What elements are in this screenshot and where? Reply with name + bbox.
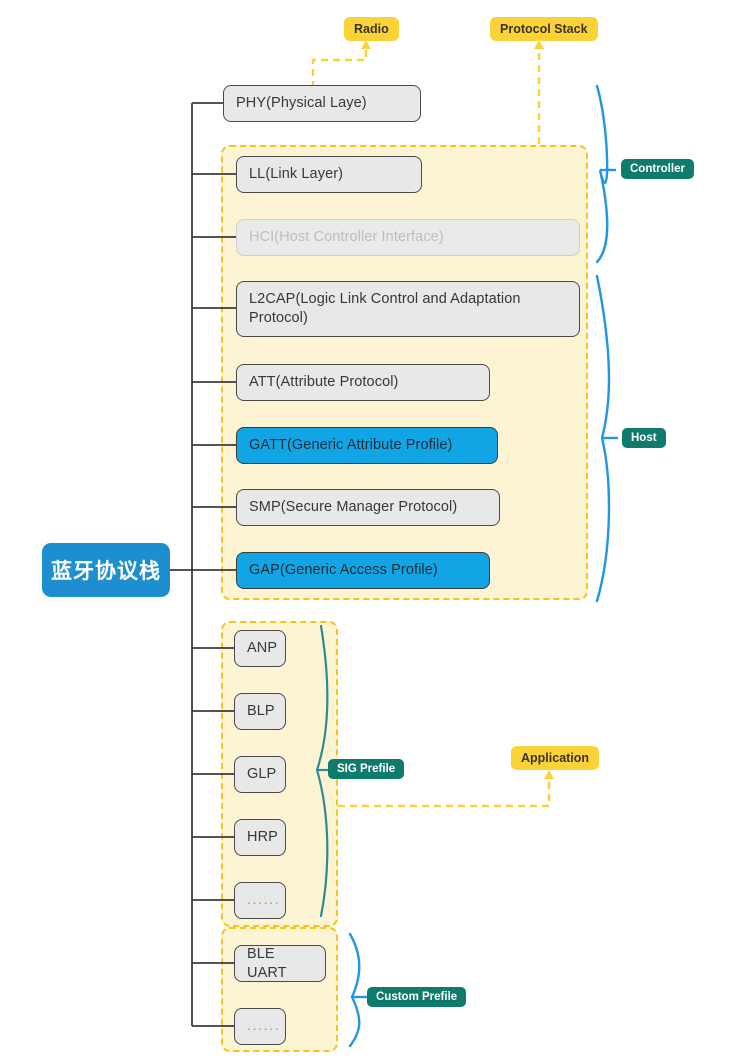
- node-glp[interactable]: GLP: [234, 756, 286, 793]
- root-node-bluetooth-protocol-stack[interactable]: 蓝牙协议栈: [42, 543, 170, 597]
- node-phy[interactable]: PHY(Physical Laye): [223, 85, 421, 122]
- node-anp-label: ANP: [247, 640, 278, 657]
- tag-protocol-stack-label: Protocol Stack: [500, 22, 588, 36]
- node-hci-label: HCI(Host Controller Interface): [249, 229, 444, 246]
- tag-host-label: Host: [631, 432, 657, 444]
- node-smp-label: SMP(Secure Manager Protocol): [249, 499, 458, 516]
- tag-sig-profile[interactable]: SIG Prefile: [328, 759, 405, 779]
- node-ble-uart-label: BLE UART: [247, 945, 287, 981]
- node-hrp-label: HRP: [247, 829, 278, 846]
- node-glp-label: GLP: [247, 766, 277, 783]
- node-smp[interactable]: SMP(Secure Manager Protocol): [236, 489, 500, 526]
- tag-controller[interactable]: Controller: [621, 159, 694, 179]
- node-blp[interactable]: BLP: [234, 693, 286, 730]
- tag-custom-profile-label: Custom Prefile: [376, 991, 458, 1003]
- node-custom-more-label: ......: [247, 1018, 281, 1035]
- node-sig-more-label: ......: [247, 892, 281, 909]
- node-att-label: ATT(Attribute Protocol): [249, 374, 399, 391]
- tag-controller-label: Controller: [630, 163, 685, 175]
- tag-application-label: Application: [521, 751, 590, 765]
- tag-radio-label: Radio: [354, 22, 389, 36]
- tag-radio[interactable]: Radio: [344, 17, 399, 41]
- tag-application[interactable]: Application: [511, 746, 600, 770]
- node-att[interactable]: ATT(Attribute Protocol): [236, 364, 490, 401]
- node-gatt[interactable]: GATT(Generic Attribute Profile): [236, 427, 498, 464]
- node-hrp[interactable]: HRP: [234, 819, 286, 856]
- node-ll[interactable]: LL(Link Layer): [236, 156, 422, 193]
- node-hci[interactable]: HCI(Host Controller Interface): [236, 219, 580, 256]
- tag-protocol-stack[interactable]: Protocol Stack: [490, 17, 598, 41]
- node-anp[interactable]: ANP: [234, 630, 286, 667]
- tag-custom-profile[interactable]: Custom Prefile: [367, 987, 467, 1007]
- node-sig-more[interactable]: ......: [234, 882, 286, 919]
- node-gap-label: GAP(Generic Access Profile): [249, 562, 438, 579]
- node-phy-label: PHY(Physical Laye): [236, 95, 367, 112]
- node-ble-uart[interactable]: BLE UART: [234, 945, 326, 982]
- tag-host[interactable]: Host: [622, 428, 666, 448]
- root-node-label: 蓝牙协议栈: [51, 560, 161, 583]
- node-l2cap-label: L2CAP(Logic Link Control and Adaptation …: [249, 291, 521, 326]
- tag-sig-profile-label: SIG Prefile: [337, 763, 396, 775]
- node-ll-label: LL(Link Layer): [249, 166, 344, 183]
- node-l2cap[interactable]: L2CAP(Logic Link Control and Adaptation …: [236, 281, 580, 337]
- node-blp-label: BLP: [247, 703, 275, 720]
- node-gatt-label: GATT(Generic Attribute Profile): [249, 437, 453, 454]
- node-custom-more[interactable]: ......: [234, 1008, 286, 1045]
- node-gap[interactable]: GAP(Generic Access Profile): [236, 552, 490, 589]
